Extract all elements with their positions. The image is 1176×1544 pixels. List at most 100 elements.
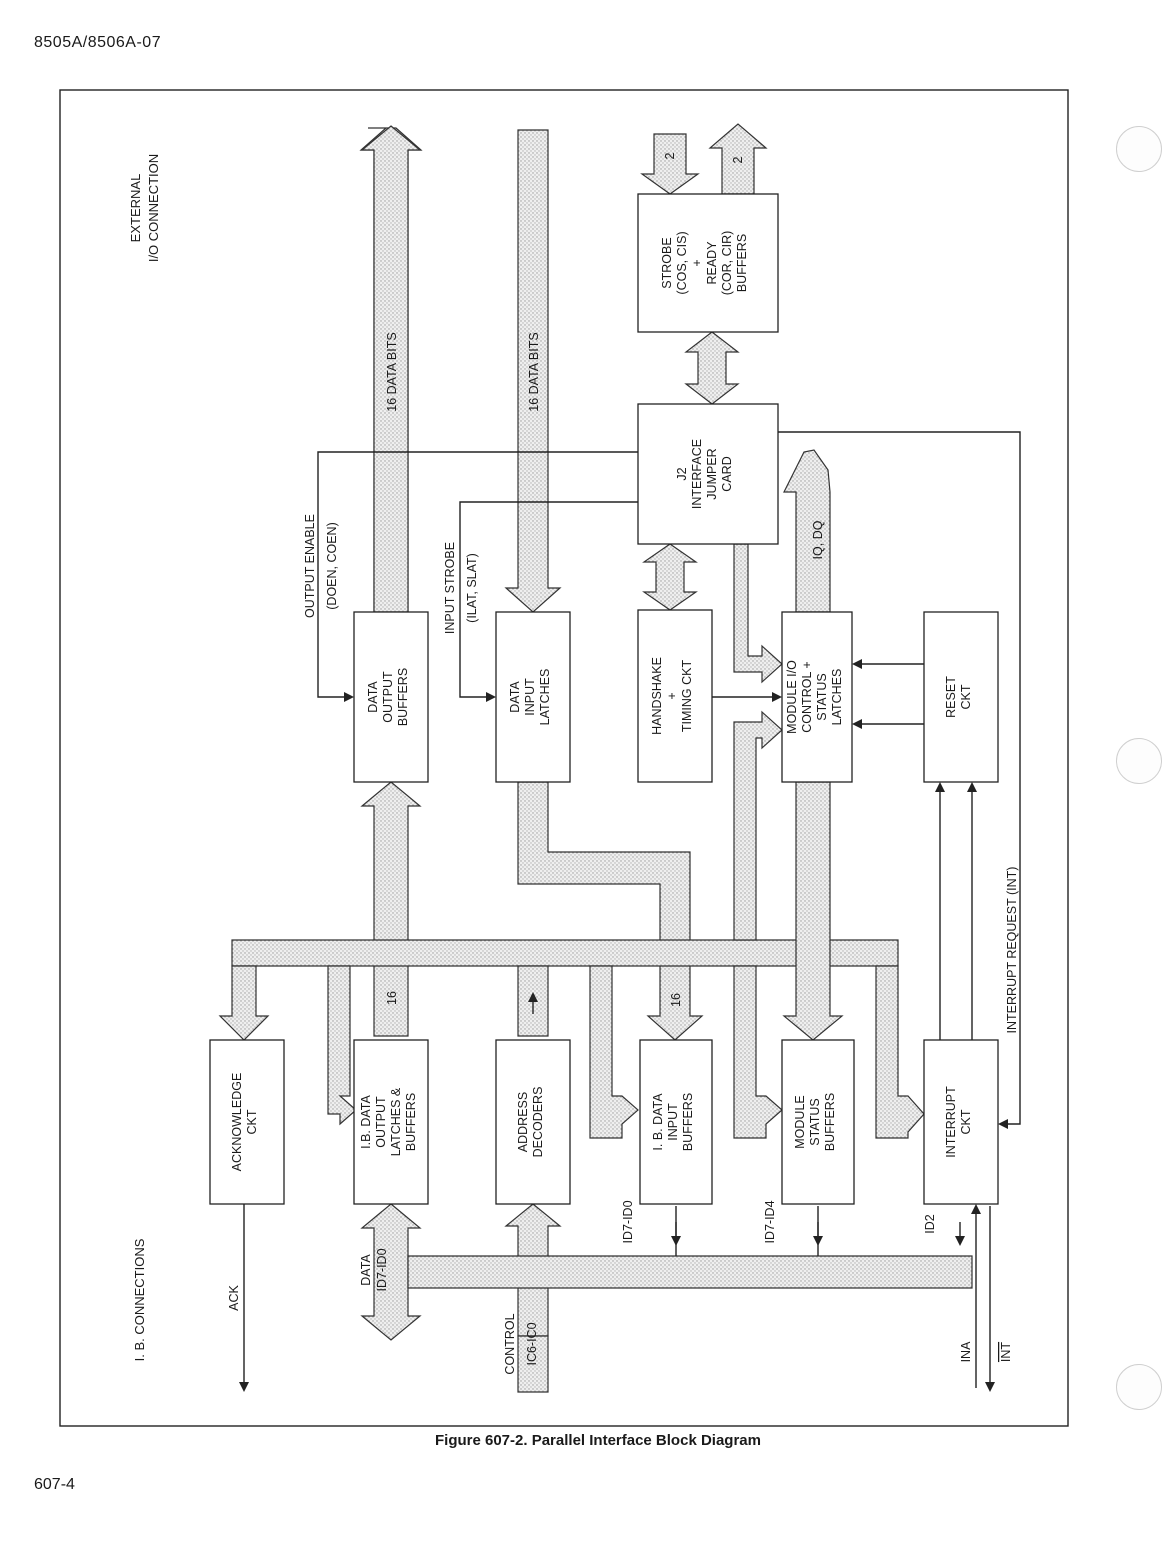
svg-text:INPUT STROBE: INPUT STROBE: [443, 542, 457, 634]
data-bits-in-label: 16 DATA BITS: [527, 332, 541, 411]
svg-text:JUMPER: JUMPER: [705, 448, 719, 499]
svg-text:BUFFERS: BUFFERS: [735, 234, 749, 292]
acknowledge-block: [209, 1039, 285, 1205]
svg-text:CKT: CKT: [959, 684, 973, 709]
reset-block: [923, 611, 999, 783]
handshake-block: [637, 609, 713, 783]
strobe-count-in-label: 2: [663, 152, 677, 159]
output-enable-line: [317, 451, 638, 702]
svg-text:INPUT: INPUT: [523, 678, 537, 716]
strobe-jumper-bus: [684, 331, 740, 405]
svg-text:OUTPUT ENABLE: OUTPUT ENABLE: [303, 514, 317, 618]
svg-text:MODULE: MODULE: [793, 1095, 807, 1148]
ib-in-buffer-branch: [589, 965, 639, 1139]
external-side-label: EXTERNAL I/O CONNECTION: [128, 154, 161, 262]
diagram-frame: [59, 89, 1069, 1427]
data-label: DATA ID7-ID0: [359, 1248, 389, 1291]
module-io-block: [781, 611, 853, 783]
handshake-label: HANDSHAKE + TIMING CKT: [650, 657, 694, 735]
strobe-in-bus: [640, 133, 700, 195]
reset-label: RESET CKT: [944, 676, 973, 718]
data-bits-out-label: 16 DATA BITS: [385, 332, 399, 411]
svg-text:IC6-IC0: IC6-IC0: [525, 1322, 539, 1365]
data-output-buffers-label: DATA OUTPUT BUFFERS: [366, 668, 410, 726]
data-in-external-bus: [504, 129, 562, 613]
bus-to-module-io-bus: [733, 710, 783, 941]
svg-text:LATCHES: LATCHES: [538, 669, 552, 726]
svg-text:(ILAT, SLAT): (ILAT, SLAT): [465, 553, 479, 623]
control-bus: [517, 1335, 549, 1393]
svg-text:OUTPUT: OUTPUT: [381, 671, 395, 723]
svg-text:TIMING CKT: TIMING CKT: [680, 660, 694, 733]
svg-text:CONTROL: CONTROL: [503, 1313, 517, 1374]
jumper-card-block: [637, 403, 779, 545]
control-label: CONTROL IC6-IC0: [503, 1313, 539, 1374]
ib-data-horizontal-bus: [407, 1255, 973, 1289]
ina-label: INA: [959, 1341, 973, 1363]
svg-text:DATA: DATA: [359, 1254, 373, 1286]
external-label-1: EXTERNAL: [128, 174, 143, 243]
svg-text:ACKNOWLEDGE: ACKNOWLEDGE: [230, 1073, 244, 1172]
bus16-in-label: 16: [669, 993, 683, 1007]
module-jumper-iqdq-bus: [783, 449, 831, 613]
svg-text:BUFFERS: BUFFERS: [681, 1093, 695, 1151]
iq-dq-label: IQ, DQ: [811, 520, 825, 559]
output-enable-label: OUTPUT ENABLE (DOEN, COEN): [303, 514, 339, 618]
strobe-count-out-label: 2: [731, 156, 745, 163]
svg-text:DATA: DATA: [366, 681, 380, 713]
svg-text:LATCHES: LATCHES: [830, 669, 844, 726]
svg-text:INTERRUPT: INTERRUPT: [944, 1086, 958, 1158]
strobe-buffers-label: STROBE (COS, CIS) + READY (COR, CIR) BUF…: [660, 231, 749, 296]
ib-out-to-data-out-bus: [360, 781, 422, 1037]
interrupt-request-line: [778, 431, 1021, 1129]
svg-text:ADDRESS: ADDRESS: [516, 1092, 530, 1152]
svg-text:CARD: CARD: [720, 456, 734, 491]
svg-text:+: +: [690, 259, 704, 266]
ib-input-buffers-block: [639, 1039, 713, 1205]
data-input-latches-label: DATA INPUT LATCHES: [508, 669, 552, 726]
svg-text:INPUT: INPUT: [666, 1103, 680, 1141]
svg-text:DECODERS: DECODERS: [531, 1087, 545, 1158]
svg-text:OUTPUT: OUTPUT: [374, 1096, 388, 1148]
strobe-buffers-block: [637, 193, 779, 333]
svg-text:(COR, CIR): (COR, CIR): [720, 231, 734, 296]
svg-text:MODULE I/O: MODULE I/O: [785, 660, 799, 734]
punch-hole-top: [1116, 126, 1162, 172]
input-strobe-line: [459, 501, 638, 702]
ready-out-bus: [708, 123, 768, 195]
acknowledge-label: ACKNOWLEDGE CKT: [230, 1073, 259, 1172]
svg-text:INTERFACE: INTERFACE: [690, 439, 704, 509]
data-output-buffers-block: [353, 611, 429, 783]
punch-hole-middle: [1116, 738, 1162, 784]
external-label-2: I/O CONNECTION: [146, 154, 161, 262]
svg-text:ID7-ID0: ID7-ID0: [375, 1248, 389, 1291]
ib-data-bottom-bus: [360, 1203, 422, 1341]
punch-hole-bottom: [1116, 1364, 1162, 1410]
ib-input-buffers-label: I. B. DATA INPUT BUFFERS: [651, 1093, 695, 1151]
svg-text:BUFFERS: BUFFERS: [396, 668, 410, 726]
interrupt-branch: [875, 965, 925, 1139]
id7-id0-label: ID7-ID0: [621, 1200, 635, 1243]
svg-text:I.B. DATA: I.B. DATA: [359, 1094, 373, 1148]
svg-text:BUFFERS: BUFFERS: [404, 1093, 418, 1151]
svg-text:READY: READY: [705, 241, 719, 285]
svg-text:(DOEN, COEN): (DOEN, COEN): [325, 522, 339, 610]
ib-output-latches-label: I.B. DATA OUTPUT LATCHES & BUFFERS: [359, 1087, 418, 1156]
svg-text:LATCHES &: LATCHES &: [389, 1087, 403, 1156]
ack-branch-bus: [218, 965, 270, 1041]
address-decoders-block: [495, 1039, 571, 1205]
svg-text:+: +: [665, 692, 679, 699]
document-header: 8505A/8506A-07: [34, 34, 162, 51]
svg-text:J2: J2: [675, 467, 689, 480]
id2-label: ID2: [923, 1214, 937, 1234]
svg-text:I. B. DATA: I. B. DATA: [651, 1093, 665, 1151]
figure-caption: Figure 607-2. Parallel Interface Block D…: [435, 1432, 761, 1449]
module-status-label: MODULE STATUS BUFFERS: [793, 1093, 837, 1151]
jumper-card-label: J2 INTERFACE JUMPER CARD: [675, 439, 734, 509]
interrupt-block: [923, 1039, 999, 1205]
ack-label: ACK: [227, 1284, 241, 1310]
input-strobe-label: INPUT STROBE (ILAT, SLAT): [443, 542, 479, 634]
interrupt-label: INTERRUPT CKT: [944, 1086, 973, 1158]
ib-connections-label: I. B. CONNECTIONS: [132, 1238, 147, 1361]
